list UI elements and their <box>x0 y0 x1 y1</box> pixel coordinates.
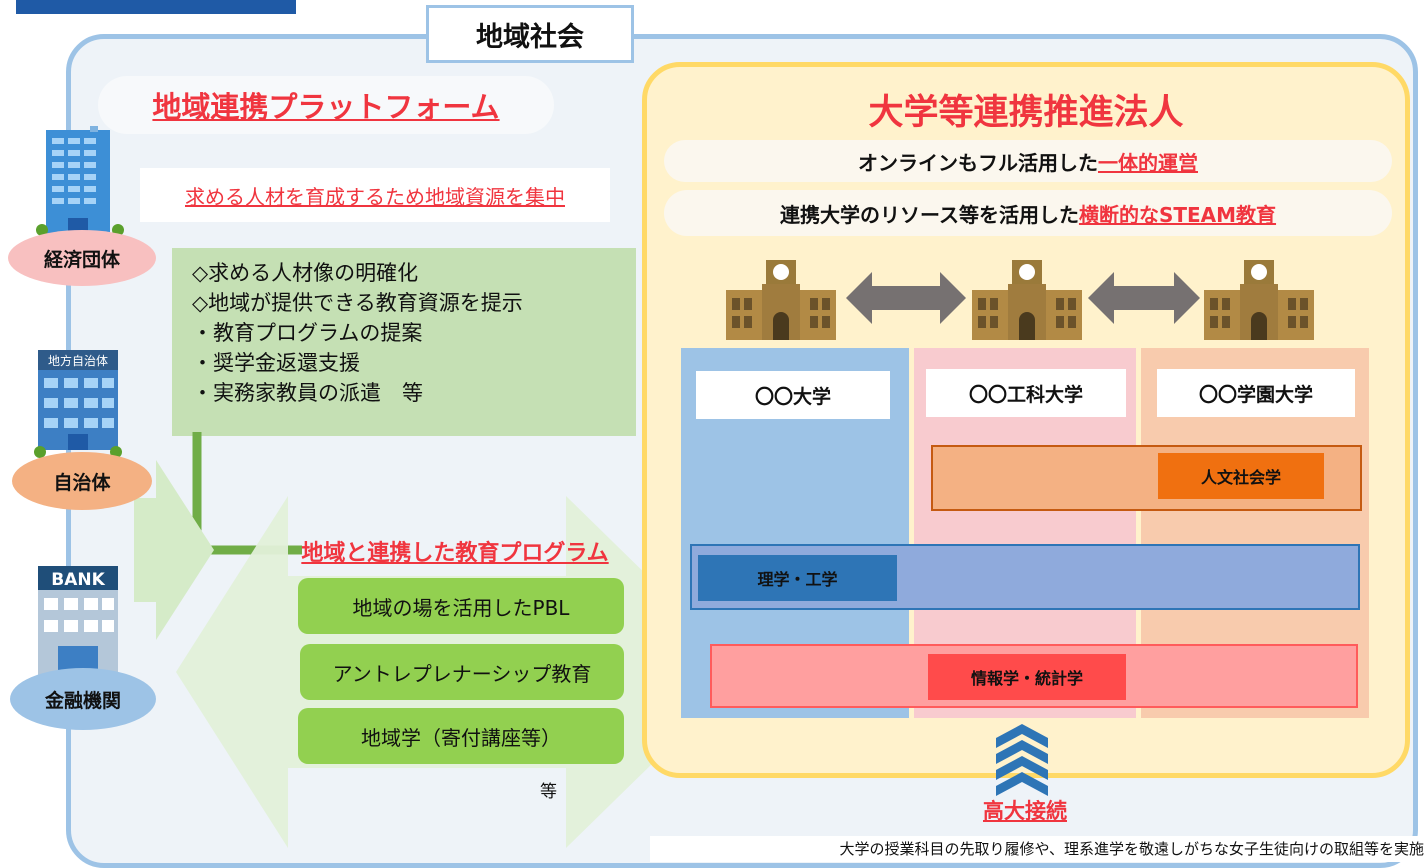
platform-item: ・奨学金返還支援 <box>192 351 360 375</box>
stakeholder-label: 経済団体 <box>43 248 120 271</box>
platform-items-box: ◇求める人材像の明確化 ◇地域が提供できる教育資源を提示 ・教育プログラムの提案… <box>172 248 636 436</box>
platform-item: ・教育プログラムの提案 <box>192 321 423 345</box>
university-building-icon <box>1204 260 1314 340</box>
highschool-title-box: 高大接続 <box>950 794 1100 826</box>
program-item-label: アントレプレナーシップ教育 <box>332 661 592 686</box>
stakeholder-badge: 経済団体 <box>8 230 156 286</box>
university-name: 〇〇大学 <box>696 371 890 419</box>
corp-line-2: 連携大学のリソース等を活用した横断的なSTEAM教育 <box>664 190 1392 236</box>
double-arrow-icon <box>1088 272 1200 324</box>
program-item-label: 地域学（寄付講座等） <box>361 725 561 750</box>
platform-subtitle-box: 求める人材を育成するため地域資源を集中 <box>140 168 610 222</box>
university-name-text: 〇〇工科大学 <box>968 383 1083 406</box>
stakeholder-label: 自治体 <box>53 471 111 494</box>
platform-title-pill: 地域連携プラットフォーム <box>98 76 554 134</box>
program-item: 地域の場を活用したPBL <box>298 578 624 634</box>
program-etc: 等 <box>540 782 557 802</box>
highschool-caption: 大学の授業科目の先取り履修や、理系進学を敬遠しがちな女子生徒向けの取組等を実施 <box>650 836 1424 862</box>
program-title: 地域と連携した教育プログラム <box>301 541 609 566</box>
header-tab <box>16 0 296 14</box>
corp-line-1: オンラインもフル活用した一体的運営 <box>664 140 1392 182</box>
city-hall-icon: 地方自治体 <box>34 350 122 458</box>
bank-icon: BANK <box>38 566 118 676</box>
university-name: 〇〇工科大学 <box>926 369 1126 417</box>
program-title-box: 地域と連携した教育プログラム <box>270 534 640 568</box>
corp-line-2-highlight: 横断的なSTEAM教育 <box>1078 202 1277 227</box>
office-building-icon <box>36 126 124 236</box>
double-arrow-icon <box>846 272 966 324</box>
university-building-icon <box>726 260 836 340</box>
corp-title: 大学等連携推進法人 <box>868 92 1184 133</box>
community-title-text: 地域社会 <box>476 21 584 53</box>
corp-title-box: 大学等連携推進法人 <box>646 84 1406 134</box>
svg-text:地方自治体: 地方自治体 <box>48 353 108 368</box>
highschool-title: 高大接続 <box>983 799 1067 823</box>
field-label: 情報学・統計学 <box>928 654 1126 700</box>
stakeholder-label: 金融機関 <box>44 689 121 712</box>
program-item: 地域学（寄付講座等） <box>298 708 624 764</box>
university-building-icon <box>972 260 1082 340</box>
corp-line-2-prefix: 連携大学のリソース等を活用した <box>779 202 1079 227</box>
platform-item: ◇求める人材像の明確化 <box>192 261 419 285</box>
field-label-text: 情報学・統計学 <box>970 669 1083 688</box>
field-label: 理学・工学 <box>698 555 897 601</box>
community-title: 地域社会 <box>426 5 634 63</box>
corp-line-1-highlight: 一体的運営 <box>1098 150 1198 175</box>
svg-text:BANK: BANK <box>51 570 105 590</box>
field-label: 人文社会学 <box>1158 453 1324 499</box>
university-name-text: 〇〇学園大学 <box>1198 383 1313 406</box>
university-name: 〇〇学園大学 <box>1157 369 1355 417</box>
platform-item: ・実務家教員の派遣 等 <box>192 381 423 405</box>
platform-item: ◇地域が提供できる教育資源を提示 <box>192 291 523 315</box>
chevron-up-icon <box>996 724 1048 796</box>
corp-line-1-prefix: オンラインもフル活用した <box>858 150 1098 175</box>
university-name-text: 〇〇大学 <box>754 385 831 408</box>
stakeholder-arrow <box>134 460 214 640</box>
program-item: アントレプレナーシップ教育 <box>300 644 624 700</box>
stakeholder-badge: 金融機関 <box>10 668 156 730</box>
field-label-text: 人文社会学 <box>1200 468 1281 487</box>
stakeholder-badge: 自治体 <box>12 452 152 510</box>
program-item-label: 地域の場を活用したPBL <box>352 595 570 620</box>
platform-title: 地域連携プラットフォーム <box>152 90 500 124</box>
field-label-text: 理学・工学 <box>757 570 838 589</box>
platform-subtitle: 求める人材を育成するため地域資源を集中 <box>185 184 565 209</box>
